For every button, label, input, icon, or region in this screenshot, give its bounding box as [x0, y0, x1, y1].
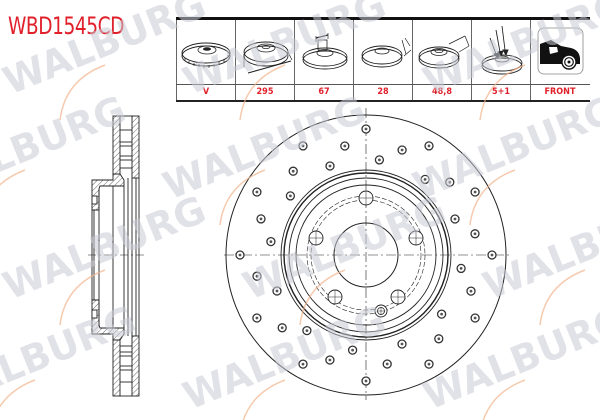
table-top-rule	[176, 17, 590, 20]
table-value-row-rule	[176, 84, 590, 85]
disc-thickness-icon	[354, 20, 412, 84]
spec-value-thickness: 28	[377, 87, 389, 97]
center-bore-icon	[295, 20, 353, 84]
spec-value-bore: 67	[318, 87, 330, 97]
bolt-holes-icon	[472, 20, 530, 84]
table-bottom-rule	[176, 100, 590, 102]
spec-value-height: 48,8	[432, 87, 452, 97]
side-section-view	[88, 115, 145, 397]
part-number-title: WBD1545CD	[8, 12, 125, 40]
spec-column-type: V	[176, 20, 235, 100]
spec-column-height: 48,8	[412, 20, 471, 100]
spec-column-thickness: 28	[353, 20, 412, 100]
front-axle-car-icon	[531, 20, 589, 84]
spec-column-bore: 67	[294, 20, 353, 100]
spec-column-axle: FRONT	[530, 20, 590, 100]
front-disc-view	[224, 108, 512, 400]
disc-height-icon	[413, 20, 471, 84]
spec-value-axle: FRONT	[544, 87, 576, 97]
ventilated-disc-icon	[177, 20, 235, 84]
spec-value-type: V	[202, 87, 210, 97]
drilled-cross-holes	[235, 124, 497, 386]
